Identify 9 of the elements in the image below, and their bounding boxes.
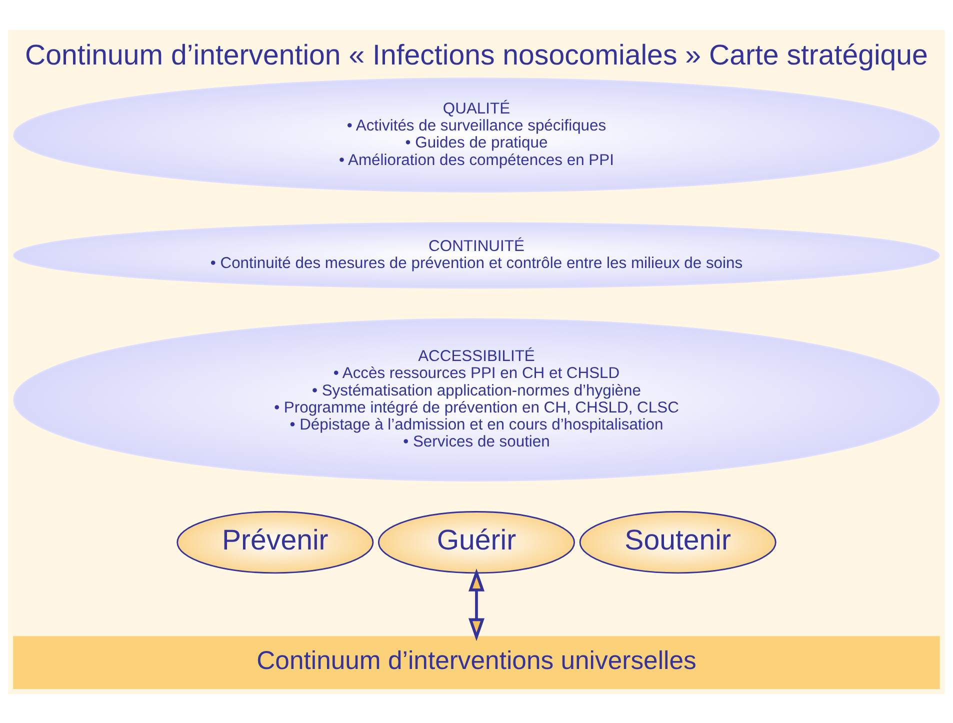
node-ellipse: CONTINUITÉ • Continuité des mesures de prévention et contrôle entre les milieux de soins <box>13 222 940 288</box>
node-ellipse: Guérir <box>378 510 576 574</box>
node-box: Continuum d’interventions universelles <box>13 636 940 688</box>
arrow <box>468 568 484 641</box>
diagram-title: Continuum d’intervention « Infections nosocomiales » Carte stratégique <box>25 38 928 71</box>
node-ellipse: Soutenir <box>579 510 776 574</box>
node-ellipse: Prévenir <box>176 510 374 574</box>
node-ellipse: QUALITÉ • Activités de surveillance spécifiques • Guides de pratique • Amélioration des compétences en PPI <box>13 77 940 192</box>
node-ellipse: ACCESSIBILITÉ • Accès ressources PPI en CH et CHSLD • Systématisation application-normes d’hygiène • Programme intégré de prévention en CH, CHSLD, CLSC • Dépistage à l’admission et en cours d’hospitalisation • Services de soutien <box>13 318 940 481</box>
